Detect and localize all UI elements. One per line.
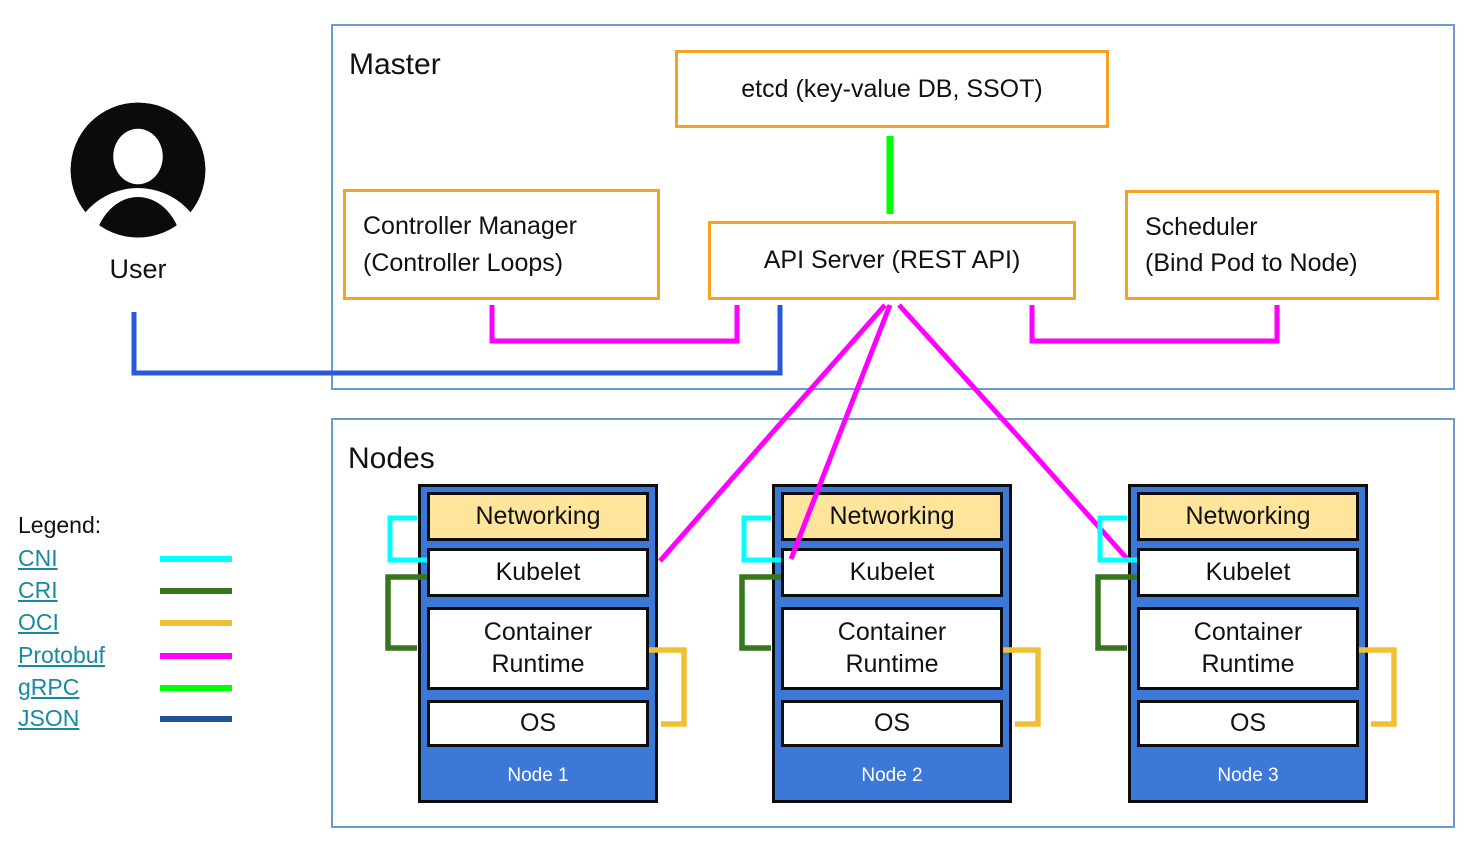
controller-manager-label-line2: (Controller Loops)	[363, 248, 564, 277]
user-icon	[70, 102, 206, 238]
api-server-label: API Server (REST API)	[763, 246, 1021, 274]
scheduler-label-line2: (Bind Pod to Node)	[1145, 249, 1358, 277]
node-2-box: Networking Kubelet Container Runtime OS …	[772, 484, 1012, 803]
nodes-section-box	[331, 418, 1455, 828]
node-3-networking-box: Networking	[1137, 492, 1359, 541]
container-runtime-label: Container Runtime	[483, 618, 593, 678]
node-1-kubelet-box: Kubelet	[427, 548, 649, 597]
controller-manager-box: Controller Manager (Controller Loops)	[343, 189, 660, 300]
kubelet-label: Kubelet	[849, 557, 935, 586]
node-1-os-box: OS	[427, 700, 649, 747]
master-section-box	[331, 24, 1455, 390]
node-3-os-box: OS	[1137, 700, 1359, 747]
node-2-kubelet-box: Kubelet	[781, 548, 1003, 597]
legend-link-json[interactable]: JSON	[18, 705, 80, 731]
node-1-box: Networking Kubelet Container Runtime OS …	[418, 484, 658, 803]
node-2-label: Node 2	[861, 765, 923, 786]
etcd-label: etcd (key-value DB, SSOT)	[741, 74, 1043, 103]
legend-link-grpc[interactable]: gRPC	[18, 674, 80, 700]
os-label: OS	[519, 708, 557, 737]
container-runtime-label: Container Runtime	[1193, 618, 1303, 678]
etcd-box: etcd (key-value DB, SSOT)	[675, 50, 1109, 128]
node-1-networking-box: Networking	[427, 492, 649, 541]
legend-link-cri[interactable]: CRI	[18, 577, 58, 603]
legend-link-protobuf[interactable]: Protobuf	[18, 642, 105, 668]
nodes-section-title: Nodes	[348, 442, 435, 475]
os-label: OS	[1229, 708, 1267, 737]
api-server-box: API Server (REST API)	[708, 221, 1076, 300]
kubelet-label: Kubelet	[1205, 557, 1291, 586]
master-section-title: Master	[349, 48, 441, 81]
user-label: User	[109, 254, 167, 284]
node-1-container-runtime-box: Container Runtime	[427, 607, 649, 690]
networking-label: Networking	[475, 501, 601, 530]
node-3-kubelet-box: Kubelet	[1137, 548, 1359, 597]
legend-link-cni[interactable]: CNI	[18, 545, 58, 571]
legend-link-oci[interactable]: OCI	[18, 609, 59, 635]
node-3-box: Networking Kubelet Container Runtime OS …	[1128, 484, 1368, 803]
networking-label: Networking	[1185, 501, 1311, 530]
node-3-label: Node 3	[1217, 765, 1279, 786]
node-2-os-box: OS	[781, 700, 1003, 747]
container-runtime-label: Container Runtime	[837, 618, 947, 678]
node-2-container-runtime-box: Container Runtime	[781, 607, 1003, 690]
node-1-label: Node 1	[507, 765, 569, 786]
controller-manager-label-line1: Controller Manager	[363, 212, 577, 241]
node-3-container-runtime-box: Container Runtime	[1137, 607, 1359, 690]
kubelet-label: Kubelet	[495, 557, 581, 586]
scheduler-label-line1: Scheduler	[1145, 212, 1258, 241]
legend-title: Legend:	[18, 512, 102, 538]
scheduler-box: Scheduler (Bind Pod to Node)	[1125, 190, 1439, 300]
node-2-networking-box: Networking	[781, 492, 1003, 541]
networking-label: Networking	[829, 501, 955, 530]
os-label: OS	[873, 708, 911, 737]
